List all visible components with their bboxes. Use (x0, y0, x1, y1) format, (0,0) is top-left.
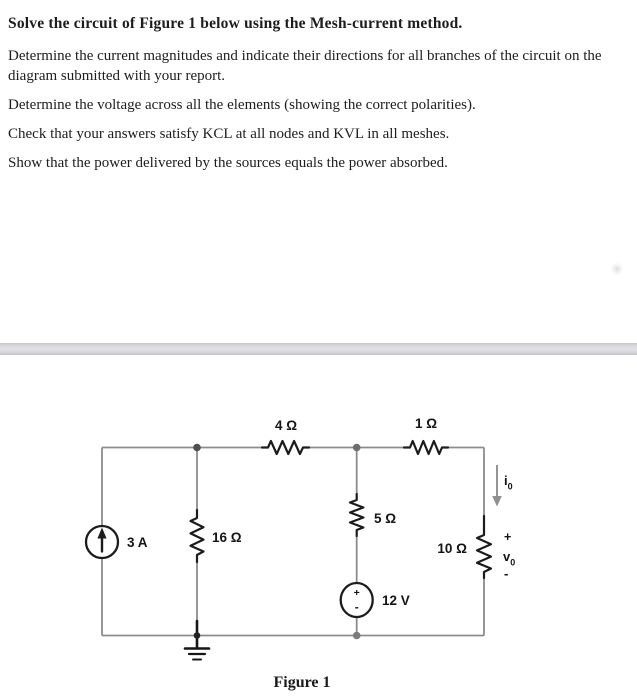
node-top-16ohm (193, 443, 201, 452)
resistor-10ohm (475, 514, 493, 580)
circuit-nodes (193, 443, 361, 640)
assignment-text-block: Solve the circuit of Figure 1 below usin… (8, 14, 633, 182)
resistor-4ohm (260, 439, 311, 456)
scan-artifact (610, 262, 624, 276)
assignment-title: Solve the circuit of Figure 1 below usin… (8, 15, 463, 32)
label-vo: v0 (503, 549, 515, 568)
node-ground (193, 632, 201, 639)
instruction-paragraph-1: Determine the current magnitudes and ind… (8, 48, 602, 84)
label-vo-minus: - (504, 566, 508, 581)
instruction-paragraph-4: Show that the power delivered by the sou… (8, 155, 448, 171)
resistor-1ohm (402, 439, 450, 456)
instruction-paragraph-3: Check that your answers satisfy KCL at a… (8, 126, 450, 142)
label-vo-plus: + (504, 530, 511, 544)
circuit-components (84, 439, 493, 661)
voltage-source-plus-sign: + (354, 587, 360, 599)
resistor-16ohm (189, 508, 205, 564)
label-io: i0 (504, 473, 513, 492)
resistor-5ohm (348, 492, 365, 538)
current-source-arrow-head (97, 527, 107, 539)
section-divider (0, 343, 637, 355)
voltage-source-minus-sign: - (355, 600, 359, 614)
label-resistor-5ohm: 5 Ω (374, 511, 396, 526)
circuit-diagram: 4 Ω 1 Ω 16 Ω 5 Ω 10 Ω 3 A 12 V + - i0 + … (84, 416, 515, 691)
circuit-wires (101, 446, 485, 637)
node-bottom-middle (352, 631, 361, 640)
label-resistor-16ohm: 16 Ω (212, 530, 242, 545)
node-top-middle (352, 443, 361, 452)
figure-caption: Figure 1 (273, 674, 330, 691)
label-resistor-4ohm: 4 Ω (275, 418, 297, 433)
voltage-source-circle (339, 581, 374, 619)
label-current-source: 3 A (127, 535, 148, 550)
io-current-arrow (492, 465, 502, 507)
instruction-paragraph-2: Determine the voltage across all the ele… (8, 97, 476, 113)
label-resistor-1ohm: 1 Ω (415, 416, 437, 431)
label-resistor-10ohm: 10 Ω (437, 541, 467, 556)
ground-symbol (183, 619, 211, 661)
label-voltage-source: 12 V (382, 593, 410, 608)
